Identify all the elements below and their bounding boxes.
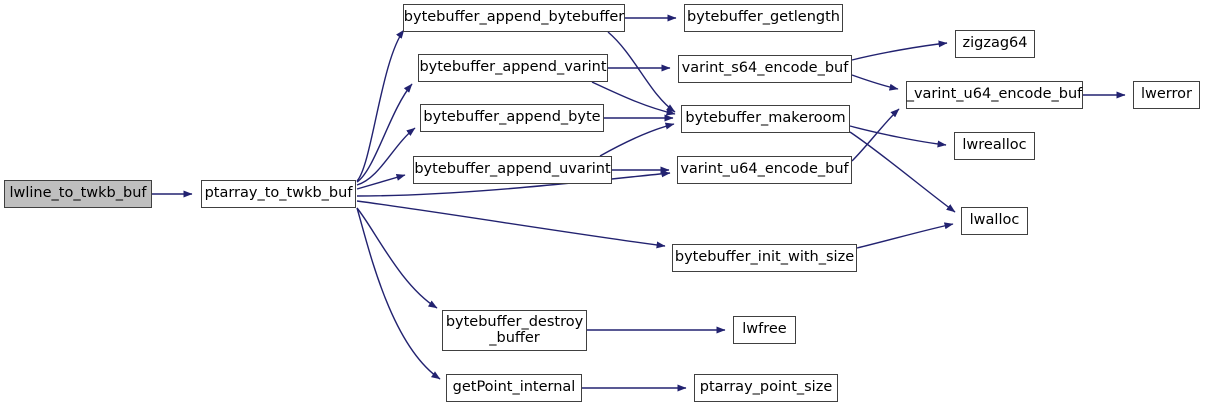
edge-bytebuffer_append_uvarint-to-bytebuffer_makeroom (599, 122, 675, 157)
edge-bytebuffer_append_bytebuffer-to-bytebuffer_makeroom (607, 31, 676, 113)
edge-ptarray_to_twkb_buf-to-bytebuffer_append_byte (356, 127, 416, 186)
edge-bytebuffer_makeroom-to-lwrealloc (849, 125, 947, 148)
node-bytebuffer_makeroom[interactable]: bytebuffer_makeroom (681, 105, 850, 133)
node-getPoint_internal[interactable]: getPoint_internal (446, 374, 582, 402)
node-ptarray_point_size[interactable]: ptarray_point_size (694, 374, 838, 402)
node-ptarray_to_twkb_buf[interactable]: ptarray_to_twkb_buf (201, 180, 356, 208)
node-zigzag64[interactable]: zigzag64 (955, 30, 1035, 58)
node-bytebuffer_getlength[interactable]: bytebuffer_getlength (684, 4, 843, 32)
node-bytebuffer_destroy_buffer[interactable]: bytebuffer_destroy _buffer (442, 310, 587, 351)
node-bytebuffer_append_bytebuffer[interactable]: bytebuffer_append_bytebuffer (403, 4, 625, 32)
edge-ptarray_to_twkb_buf-to-bytebuffer_append_varint (356, 83, 413, 183)
node-lwerror[interactable]: lwerror (1133, 81, 1200, 109)
edge-bytebuffer_init_with_size-to-lwalloc (856, 222, 954, 249)
edge-ptarray_to_twkb_buf-to-bytebuffer_init_with_size (356, 200, 666, 249)
edge-varint_s64_encode_buf-to-zigzag64 (851, 40, 948, 61)
edge-ptarray_to_twkb_buf-to-varint_u64_encode_buf (356, 170, 671, 197)
edge-bytebuffer_append_varint-to-bytebuffer_makeroom (591, 81, 676, 116)
node-bytebuffer_append_uvarint[interactable]: bytebuffer_append_uvarint (413, 156, 612, 184)
node-bytebuffer_append_byte[interactable]: bytebuffer_append_byte (420, 104, 604, 132)
edges (152, 14, 1126, 392)
node-lwline_to_twkb_buf[interactable]: lwline_to_twkb_buf (4, 180, 152, 208)
edge-varint_s64_encode_buf-to-_varint_u64_encode_buf (851, 74, 899, 91)
node-lwrealloc[interactable]: lwrealloc (954, 132, 1035, 160)
node-lwfree[interactable]: lwfree (733, 316, 796, 344)
node-_varint_u64_encode_buf[interactable]: _varint_u64_encode_buf (906, 81, 1083, 109)
edge-ptarray_to_twkb_buf-to-bytebuffer_append_uvarint (356, 174, 406, 190)
node-varint_s64_encode_buf[interactable]: varint_s64_encode_buf (678, 55, 852, 83)
node-varint_u64_encode_buf[interactable]: varint_u64_encode_buf (677, 156, 852, 184)
node-bytebuffer_append_varint[interactable]: bytebuffer_append_varint (418, 54, 608, 82)
edge-bytebuffer_makeroom-to-lwalloc (849, 131, 956, 213)
edge-varint_u64_encode_buf-to-_varint_u64_encode_buf (851, 108, 900, 162)
node-bytebuffer_init_with_size[interactable]: bytebuffer_init_with_size (672, 244, 857, 272)
edge-ptarray_to_twkb_buf-to-bytebuffer_append_bytebuffer (356, 29, 405, 182)
edge-ptarray_to_twkb_buf-to-bytebuffer_destroy_buffer (356, 207, 438, 309)
node-lwalloc[interactable]: lwalloc (961, 207, 1028, 235)
edge-ptarray_to_twkb_buf-to-getPoint_internal (356, 207, 441, 380)
